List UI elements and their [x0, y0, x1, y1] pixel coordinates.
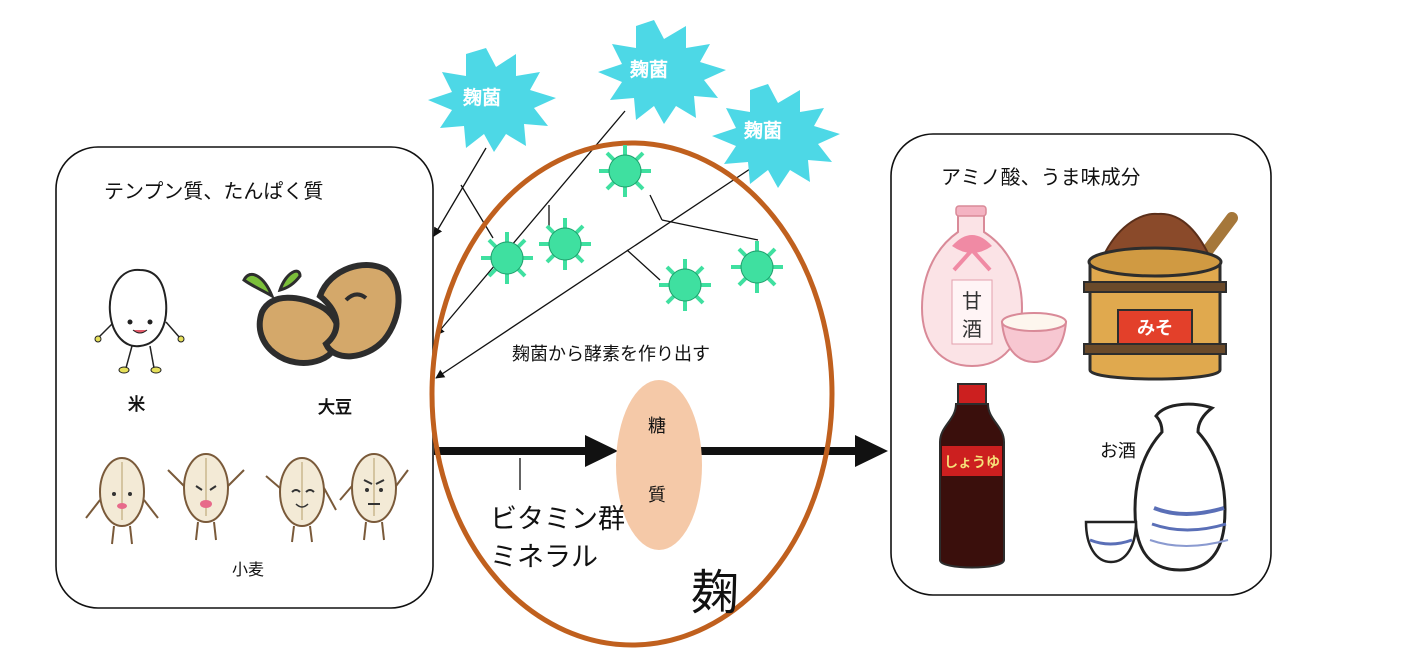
rice-label: 米	[128, 395, 145, 415]
spore-5	[731, 241, 783, 293]
spore-3	[539, 218, 591, 270]
amazake-char-2: 酒	[962, 317, 982, 341]
wheat-label: 小麦	[232, 560, 265, 579]
left-panel-title: テンプン質、たんぱく質	[104, 179, 324, 203]
koji-ellipse	[429, 140, 835, 648]
arrow-head-right	[855, 435, 888, 467]
wheat-char-4	[339, 453, 409, 541]
koji-burst-1	[428, 48, 556, 152]
koji-char: 麹	[691, 565, 740, 621]
koji-burst-label-2: 麹菌	[630, 59, 669, 81]
soybean-image	[242, 262, 402, 366]
soy-sauce-image: しょうゆ	[939, 383, 1005, 569]
sake-label: お酒	[1100, 441, 1136, 462]
sugar-char-1: 糖	[648, 416, 666, 437]
spore-1	[599, 145, 651, 197]
arrow-head-left	[585, 435, 618, 467]
sugar-char-2: 質	[648, 485, 666, 506]
sake-image	[1084, 402, 1229, 572]
spore-4	[659, 259, 711, 311]
koji-burst-label-3: 麹菌	[744, 120, 783, 142]
mineral-text: ミネラル	[490, 542, 598, 573]
wheat-characters	[85, 453, 409, 545]
soy-sauce-label: しょうゆ	[944, 455, 1000, 471]
enzyme-text: 麹菌から酵素を作り出す	[512, 344, 710, 365]
wheat-char-2	[167, 453, 245, 541]
soybean-label: 大豆	[318, 398, 352, 418]
main-arrows	[434, 435, 888, 467]
rice-character	[94, 268, 185, 374]
koji-burst-label-1: 麹菌	[463, 87, 502, 109]
right-panel-title: アミノ酸、うま味成分	[941, 165, 1141, 189]
amazake-char-1: 甘	[962, 289, 982, 313]
amazake-image: 甘 酒	[920, 205, 1068, 368]
miso-image: みそ	[1083, 212, 1238, 381]
spores	[481, 145, 783, 311]
wheat-char-1	[85, 457, 159, 545]
connector-lines	[433, 110, 763, 490]
koji-burst-2	[598, 20, 726, 124]
vitamin-text: ビタミン群	[490, 504, 625, 535]
sugar-ellipse	[616, 380, 702, 550]
spore-2	[481, 232, 533, 284]
miso-label: みそ	[1137, 318, 1173, 339]
koji-burst-3	[712, 84, 840, 188]
wheat-char-3	[265, 457, 337, 543]
